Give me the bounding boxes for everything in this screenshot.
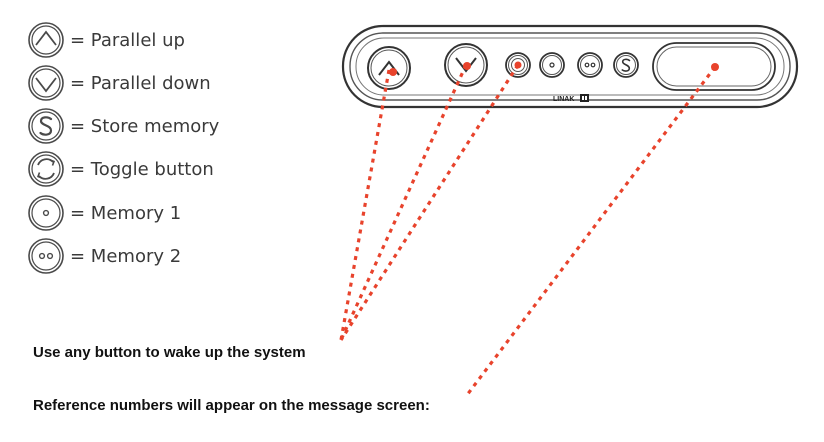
pointer-dot-toggle: [514, 61, 522, 69]
two-dots-icon: [28, 238, 64, 274]
legend-parallel-up: = Parallel up: [26, 22, 185, 58]
pointer-dot-screen: [711, 63, 719, 71]
legend-memory-2: = Memory 2: [26, 238, 181, 274]
legend-label: = Parallel up: [70, 29, 185, 51]
s-letter-icon: [621, 58, 631, 72]
pointer-dot-down: [463, 62, 471, 70]
svg-text:LINAK: LINAK: [553, 96, 574, 103]
pointer-line-toggle: [339, 64, 520, 341]
legend-label: = Parallel down: [70, 72, 211, 94]
parallel-up-button[interactable]: [367, 46, 411, 90]
legend-label: = Memory 1: [70, 202, 182, 224]
legend-label: = Toggle button: [70, 158, 214, 180]
legend-memory-1: = Memory 1: [26, 195, 181, 231]
pointer-line-screen: [465, 66, 717, 396]
reference-caption: Reference numbers will appear on the mes…: [33, 397, 430, 414]
memory-1-button[interactable]: [539, 52, 565, 78]
one-dot-icon: [28, 195, 64, 231]
s-letter-icon: [28, 108, 64, 144]
chevron-up-icon: [28, 22, 64, 58]
legend-store-memory: = Store memory: [26, 108, 219, 144]
toggle-icon: [28, 151, 64, 187]
two-dots-icon: [584, 62, 596, 68]
memory-2-button[interactable]: [577, 52, 603, 78]
one-dot-icon: [549, 62, 555, 68]
legend-label: = Store memory: [70, 115, 220, 137]
chevron-down-icon: [28, 65, 64, 101]
brand-logo: LINAK: [553, 94, 589, 103]
wake-caption: Use any button to wake up the system: [33, 344, 306, 361]
legend-label: = Memory 2: [70, 245, 182, 267]
pointer-dot-up: [389, 68, 397, 76]
store-memory-button[interactable]: [613, 52, 639, 78]
chevron-down-icon: [455, 57, 477, 73]
legend-parallel-down: = Parallel down: [26, 65, 211, 101]
pointer-line-up: [339, 69, 391, 341]
legend-toggle-button: = Toggle button: [26, 151, 214, 187]
